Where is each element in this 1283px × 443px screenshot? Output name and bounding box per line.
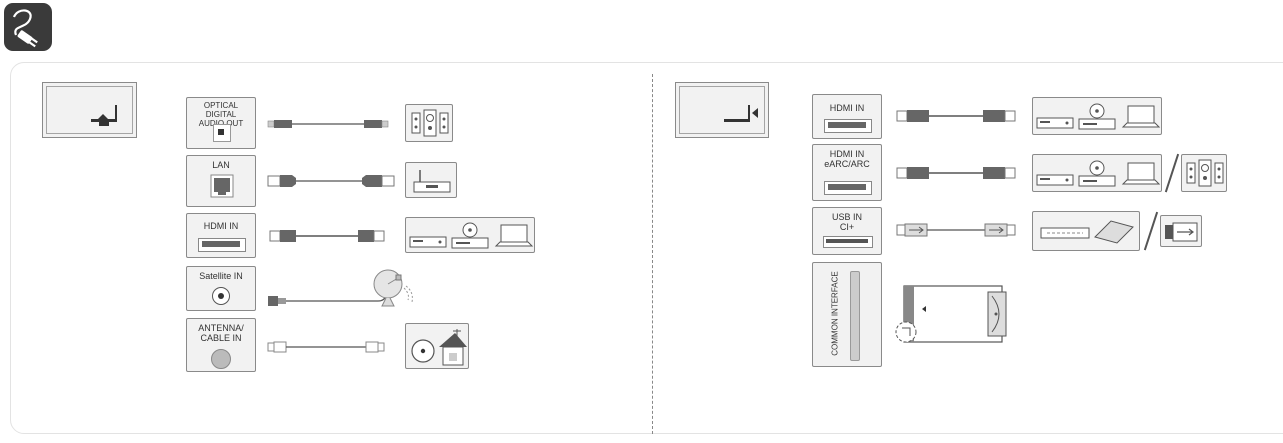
antenna-device xyxy=(405,323,469,369)
optical-cable-icon xyxy=(267,120,389,128)
port-label: HDMI IN xyxy=(203,221,239,231)
antenna-port: ANTENNA/ CABLE IN xyxy=(186,318,256,372)
hdmi-port-right: HDMI IN xyxy=(812,94,882,139)
av-devices xyxy=(1032,97,1162,135)
dvd-player-icon xyxy=(451,222,489,249)
usb-port: USB IN CI+ xyxy=(812,207,882,255)
ethernet-jack-icon xyxy=(210,174,234,198)
port-label: LAN xyxy=(212,160,230,170)
tv-rear-left xyxy=(42,82,137,138)
lan-cable-icon xyxy=(267,175,395,187)
av-devices xyxy=(405,217,535,253)
storage-devices xyxy=(1032,211,1140,251)
house-antenna-icon xyxy=(411,329,467,366)
section-divider xyxy=(652,74,653,434)
speaker-icon xyxy=(1186,159,1224,187)
usb-cable-icon xyxy=(896,223,1016,237)
dvd-player-icon xyxy=(1078,103,1116,130)
antenna-cable-icon xyxy=(267,341,385,353)
port-label: ANTENNA/ CABLE IN xyxy=(198,323,244,343)
hdmi-cable-icon xyxy=(896,110,1016,122)
router-icon xyxy=(413,170,451,193)
lan-port: LAN xyxy=(186,155,256,207)
cable-connection-icon xyxy=(4,3,52,51)
set-top-box-icon xyxy=(1036,117,1074,129)
hdmi-earc-port: HDMI IN eARC/ARC xyxy=(812,144,882,201)
usb-drive-icon xyxy=(1165,222,1198,242)
hard-drive-icon xyxy=(1094,220,1134,244)
speaker-device xyxy=(1181,154,1227,192)
usb-hub-icon xyxy=(1040,227,1090,239)
laptop-icon xyxy=(494,224,534,247)
port-label: HDMI IN xyxy=(829,103,865,113)
dvd-player-icon xyxy=(1078,160,1116,187)
connection-panel xyxy=(10,62,1283,434)
speaker-icon xyxy=(411,109,449,137)
port-label: OPTICAL DIGITAL AUDIO OUT xyxy=(198,101,244,128)
tv-rear-right xyxy=(675,82,769,138)
port-label: HDMI IN eARC/ARC xyxy=(824,149,870,169)
router-device xyxy=(405,162,457,198)
hdmi-cable-icon xyxy=(269,230,385,242)
hdmi-port: HDMI IN xyxy=(186,213,256,258)
ci-card-icon xyxy=(895,285,1007,343)
set-top-box-icon xyxy=(1036,174,1074,186)
port-label: USB IN CI+ xyxy=(831,212,862,232)
laptop-icon xyxy=(1121,162,1161,185)
av-devices xyxy=(1032,154,1162,192)
satellite-dish-icon xyxy=(373,269,413,307)
port-label: COMMON INTERFACE xyxy=(830,271,840,356)
common-interface-slot: COMMON INTERFACE xyxy=(812,262,882,367)
set-top-box-icon xyxy=(409,236,447,248)
usb-drive-device xyxy=(1160,215,1202,247)
hdmi-cable-icon xyxy=(896,167,1016,179)
laptop-icon xyxy=(1121,105,1161,128)
optical-audio-port: OPTICAL DIGITAL AUDIO OUT xyxy=(186,97,256,149)
port-label: Satellite IN xyxy=(199,271,243,281)
satellite-port: Satellite IN xyxy=(186,266,256,311)
speaker-device xyxy=(405,104,453,142)
